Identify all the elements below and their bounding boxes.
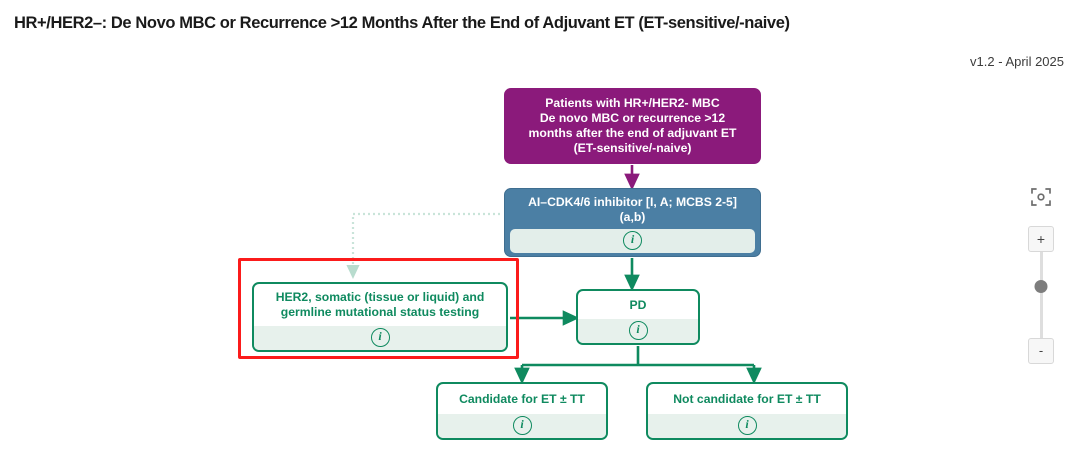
info-icon[interactable]: i [623, 230, 642, 250]
zoom-slider[interactable] [1034, 252, 1048, 338]
node-her2-label: HER2, somatic (tissue or liquid) and ger… [275, 290, 485, 319]
connector-layer [346, 165, 762, 385]
zoom-in-button[interactable]: + [1028, 226, 1054, 252]
page-title: HR+/HER2–: De Novo MBC or Recurrence >12… [14, 14, 790, 32]
fit-to-screen-icon[interactable] [1028, 184, 1054, 210]
node-her2-testing[interactable]: HER2, somatic (tissue or liquid) and ger… [252, 282, 508, 352]
info-icon[interactable]: i [628, 321, 648, 340]
zoom-slider-handle[interactable] [1034, 280, 1048, 293]
version-label: v1.2 - April 2025 [970, 54, 1064, 69]
node-pd-info-row[interactable]: i [578, 319, 698, 343]
node-not-candidate-for-et[interactable]: Not candidate for ET ± TT i [646, 382, 848, 440]
connector-pd-split [522, 346, 754, 367]
node-not-candidate-info-row[interactable]: i [648, 414, 846, 438]
info-icon[interactable]: i [370, 328, 390, 347]
diagram-canvas[interactable]: Patients with HR+/HER2- MBC De novo MBC … [0, 72, 1080, 471]
connector-ai-to-her2-dotted [346, 212, 500, 280]
info-icon[interactable]: i [512, 416, 532, 435]
node-ai-cdk-info-row[interactable]: i [510, 228, 755, 253]
node-pd[interactable]: PD i [576, 289, 700, 345]
node-her2-info-row[interactable]: i [254, 326, 506, 350]
node-pd-label: PD [629, 297, 647, 312]
fit-to-screen-glyph [1031, 188, 1051, 206]
node-patients-label: Patients with HR+/HER2- MBC De novo MBC … [528, 96, 737, 155]
node-ai-cdk-inhibitor[interactable]: AI–CDK4/6 inhibitor [I, A; MCBS 2-5] (a,… [504, 188, 761, 257]
zoom-controls[interactable]: + - [1020, 184, 1062, 364]
node-patients[interactable]: Patients with HR+/HER2- MBC De novo MBC … [504, 88, 761, 164]
node-candidate-label: Candidate for ET ± TT [459, 391, 585, 406]
node-candidate-info-row[interactable]: i [438, 414, 606, 438]
node-ai-cdk-label: AI–CDK4/6 inhibitor [I, A; MCBS 2-5] (a,… [528, 195, 737, 224]
node-candidate-for-et[interactable]: Candidate for ET ± TT i [436, 382, 608, 440]
info-icon[interactable]: i [737, 416, 757, 435]
selection-highlight [238, 258, 519, 359]
node-not-candidate-label: Not candidate for ET ± TT [673, 391, 821, 406]
zoom-out-button[interactable]: - [1028, 338, 1054, 364]
